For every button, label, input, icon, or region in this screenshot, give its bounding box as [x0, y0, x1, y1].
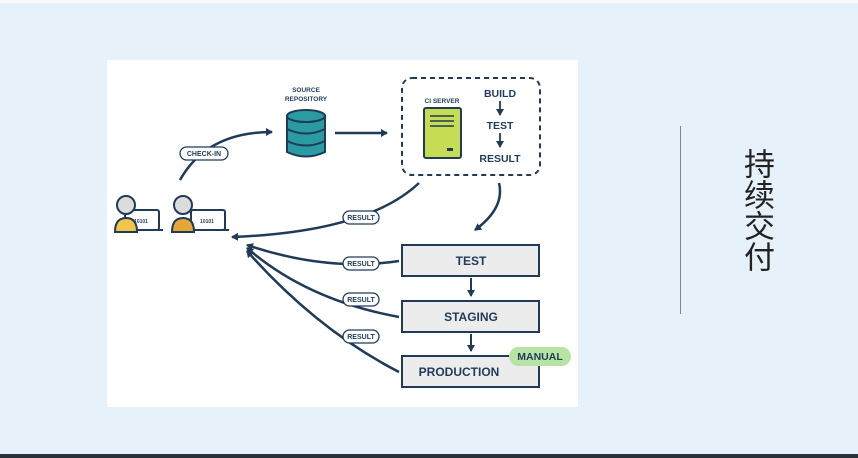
staging-result-pill-label: RESULT: [347, 297, 375, 304]
production-result-arrow: [246, 250, 400, 374]
stage-staging-box: [401, 300, 540, 333]
test-result-pill: [342, 256, 380, 271]
stage-test-box: [401, 244, 540, 277]
check-in-label: CHECK-IN: [187, 151, 221, 158]
stage-staging-label: STAGING: [444, 310, 498, 324]
build-label: BUILD: [484, 88, 516, 100]
manual-label: MANUAL: [517, 351, 563, 363]
stage-test-label: TEST: [456, 254, 487, 268]
slide-title: 持续交付: [738, 148, 774, 272]
screen-code-1: 10101: [134, 219, 148, 225]
stage-production-label: PRODUCTION: [419, 365, 500, 379]
staging-result-pill: [342, 292, 380, 307]
production-result-pill: [342, 329, 380, 344]
developer-1-icon: 10101: [113, 195, 163, 233]
diagram-panel: 10101 10101 CHECK-IN SOURCE REPOSITORY: [107, 60, 578, 407]
bottom-edge: [0, 454, 858, 458]
source-repository-label-1: SOURCE: [292, 87, 320, 94]
ci-result-pill-label: RESULT: [347, 215, 375, 222]
source-repository-label-2: REPOSITORY: [285, 96, 328, 103]
server-icon: [423, 107, 462, 159]
production-result-pill-label: RESULT: [347, 334, 375, 341]
ci-result-label: RESULT: [479, 153, 521, 165]
check-in-arrow: [178, 128, 273, 181]
test-result-pill-label: RESULT: [347, 261, 375, 268]
ci-cd-diagram: 10101 10101 CHECK-IN SOURCE REPOSITORY: [113, 77, 571, 388]
ci-server-label: CI SERVER: [425, 98, 460, 105]
ci-to-test-arrow: [474, 182, 502, 232]
manual-badge: [509, 347, 571, 366]
developer-2-icon: 10101: [170, 195, 229, 233]
ci-server-box: [401, 77, 541, 176]
test-result-arrow: [246, 243, 400, 266]
vertical-divider: [680, 126, 681, 314]
staging-result-arrow: [246, 247, 400, 319]
ci-result-arrow: [231, 182, 420, 241]
top-edge: [0, 0, 858, 3]
screen-code-2: 10101: [200, 219, 214, 225]
database-icon: [286, 109, 326, 158]
check-in-pill: [179, 146, 229, 161]
ci-test-label: TEST: [487, 120, 514, 132]
ci-result-pill: [342, 210, 380, 225]
